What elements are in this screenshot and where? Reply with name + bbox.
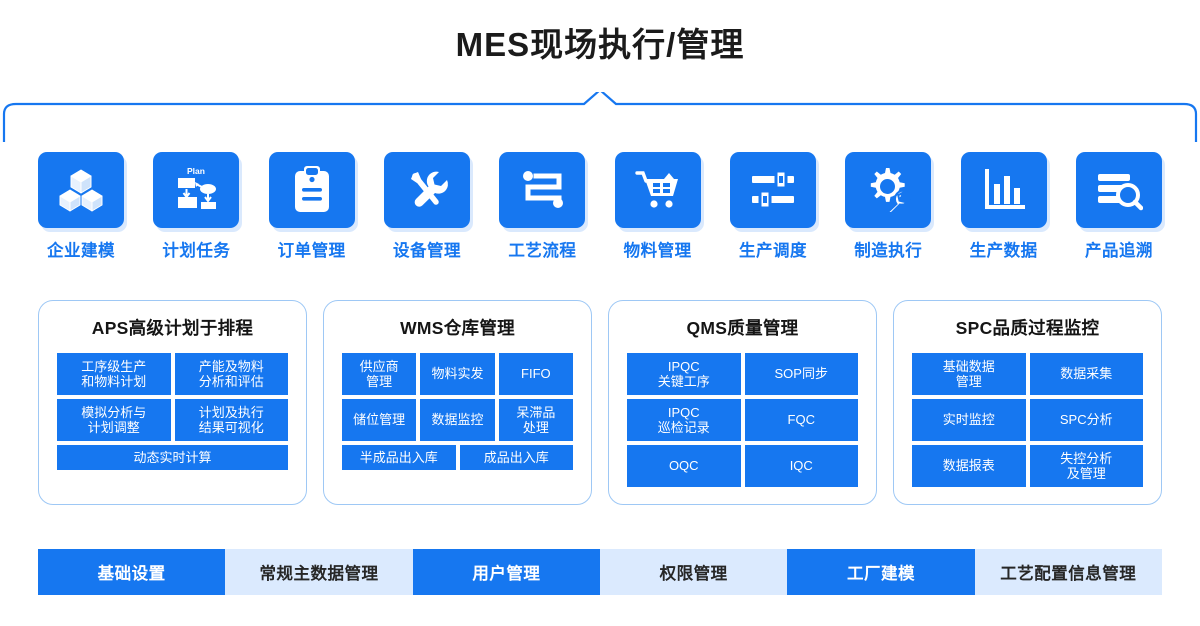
bottom-bar-item[interactable]: 工厂建模 (787, 549, 975, 595)
module-icon-cell[interactable]: 订单管理 (268, 152, 355, 264)
top-bracket (0, 88, 1200, 144)
card-tag[interactable]: 数据报表 (912, 445, 1026, 487)
module-icon-label: 设备管理 (392, 242, 461, 260)
module-icon-cell[interactable]: Plan 计划任务 (153, 152, 240, 264)
card-tag[interactable]: 半成品出入库 (342, 445, 456, 470)
module-icon-cell[interactable]: 制造执行 (845, 152, 932, 264)
card-tag-row: 储位管理数据监控呆滞品 处理 (342, 399, 573, 441)
module-icon-label: 订单管理 (277, 242, 346, 260)
wrench-screwdriver-icon[interactable] (383, 152, 470, 228)
module-icon-cell[interactable]: 生产数据 (960, 152, 1047, 264)
card-tag[interactable]: 呆滞品 处理 (498, 399, 573, 441)
card-title: QMS质量管理 (686, 318, 799, 338)
card-tag-row: 工序级生产 和物料计划产能及物料 分析和评估 (57, 353, 288, 395)
card-tag[interactable]: 失控分析 及管理 (1029, 445, 1143, 487)
card-tag[interactable]: 模拟分析与 计划调整 (57, 399, 171, 441)
plan-flowchart-icon[interactable]: Plan (153, 152, 240, 228)
sliders-icon[interactable] (729, 152, 816, 228)
card-title: APS高级计划于排程 (91, 318, 254, 338)
card-tag[interactable]: 数据采集 (1029, 353, 1143, 395)
module-icon-label: 产品追溯 (1084, 242, 1153, 260)
clipboard-icon[interactable] (268, 152, 355, 228)
bottom-bar-item[interactable]: 常规主数据管理 (225, 549, 413, 595)
card-tag[interactable]: 产能及物料 分析和评估 (174, 353, 288, 395)
process-flow-icon[interactable] (499, 152, 586, 228)
card-title: WMS仓库管理 (400, 318, 515, 338)
card-tag[interactable]: IQC (744, 445, 858, 487)
svg-text:Plan: Plan (187, 166, 205, 176)
shopping-cart-icon[interactable] (614, 152, 701, 228)
module-icon-label: 工艺流程 (508, 242, 577, 260)
module-icon-label: 物料管理 (623, 242, 692, 260)
module-icon-cell[interactable]: 生产调度 (729, 152, 816, 264)
card-tag[interactable]: 数据监控 (420, 399, 495, 441)
bottom-bar-item[interactable]: 用户管理 (412, 549, 600, 595)
module-icon-label: 计划任务 (162, 242, 231, 260)
module-cards: APS高级计划于排程工序级生产 和物料计划产能及物料 分析和评估模拟分析与 计划… (38, 300, 1162, 505)
card-tag[interactable]: 动态实时计算 (57, 445, 288, 470)
card-tag[interactable]: 计划及执行 结果可视化 (174, 399, 288, 441)
bottom-bar-item[interactable]: 工艺配置信息管理 (974, 549, 1162, 595)
module-icon-cell[interactable]: 产品追溯 (1075, 152, 1162, 264)
module-icon-row: 企业建模 Plan 计划任务 订单管理 设备管理 (38, 152, 1162, 264)
document-search-icon[interactable] (1075, 152, 1162, 228)
card-tag-row: 半成品出入库成品出入库 (342, 445, 573, 470)
module-icon-cell[interactable]: 设备管理 (383, 152, 470, 264)
card-tag[interactable]: 实时监控 (912, 399, 1026, 441)
card-tag-grid: 工序级生产 和物料计划产能及物料 分析和评估模拟分析与 计划调整计划及执行 结果… (57, 353, 288, 470)
module-card: APS高级计划于排程工序级生产 和物料计划产能及物料 分析和评估模拟分析与 计划… (38, 300, 307, 505)
card-tag[interactable]: 成品出入库 (459, 445, 573, 470)
card-tag-row: 数据报表失控分析 及管理 (912, 445, 1143, 487)
card-tag[interactable]: OQC (627, 445, 741, 487)
bottom-bar-item[interactable]: 权限管理 (599, 549, 788, 595)
card-tag[interactable]: IPQC 关键工序 (627, 353, 741, 395)
module-icon-label: 企业建模 (47, 242, 115, 260)
bottom-function-bar: 基础设置常规主数据管理用户管理权限管理工厂建模工艺配置信息管理 (38, 549, 1162, 595)
card-tag-row: 动态实时计算 (57, 445, 288, 470)
card-tag[interactable]: IPQC 巡检记录 (627, 399, 741, 441)
card-tag[interactable]: 物料实发 (420, 353, 495, 395)
card-tag[interactable]: 基础数据 管理 (912, 353, 1026, 395)
card-tag[interactable]: FQC (744, 399, 858, 441)
bottom-bar-item[interactable]: 基础设置 (38, 549, 226, 595)
card-tag[interactable]: 供应商 管理 (342, 353, 417, 395)
card-title: SPC品质过程监控 (955, 318, 1100, 338)
card-tag[interactable]: 工序级生产 和物料计划 (57, 353, 171, 395)
page-title: MES现场执行/管理 (455, 26, 745, 63)
module-icon-label: 生产数据 (969, 242, 1038, 260)
card-tag[interactable]: 储位管理 (342, 399, 417, 441)
card-tag[interactable]: SOP同步 (744, 353, 858, 395)
module-icon-label: 制造执行 (854, 242, 923, 260)
gear-wrench-icon[interactable] (845, 152, 932, 228)
module-icon-label: 生产调度 (738, 242, 807, 260)
card-tag-row: 模拟分析与 计划调整计划及执行 结果可视化 (57, 399, 288, 441)
cubes-icon[interactable] (38, 152, 124, 228)
card-tag[interactable]: FIFO (498, 353, 573, 395)
module-icon-cell[interactable]: 企业建模 (38, 152, 124, 264)
card-tag-row: 基础数据 管理数据采集 (912, 353, 1143, 395)
card-tag[interactable]: SPC分析 (1029, 399, 1143, 441)
bar-chart-icon[interactable] (960, 152, 1047, 228)
module-icon-cell[interactable]: 物料管理 (614, 152, 701, 264)
module-icon-cell[interactable]: 工艺流程 (499, 152, 586, 264)
